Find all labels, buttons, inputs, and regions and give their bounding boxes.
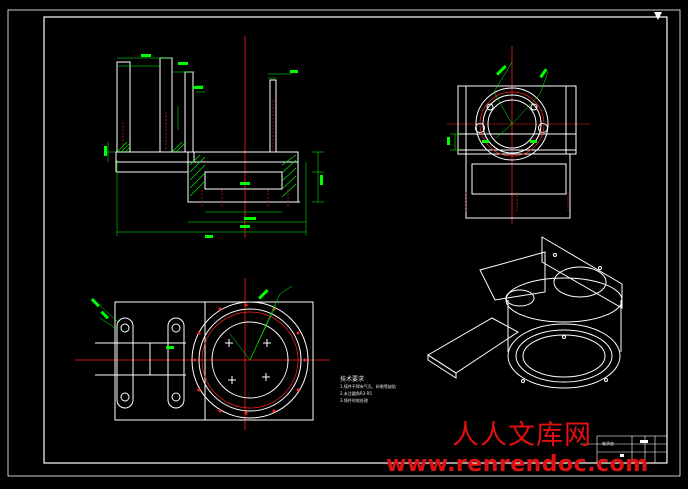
sheet-frame <box>7 9 681 477</box>
title-block-label: 轴承座 <box>602 441 614 446</box>
side-view <box>447 46 590 224</box>
watermark-url[interactable]: www.renrendoc.com <box>386 452 649 477</box>
isometric-view <box>427 236 623 389</box>
tech-note-line-2: 2.未注圆角R3-R5 <box>340 391 372 396</box>
front-section-view <box>104 36 324 238</box>
top-view <box>75 278 330 430</box>
watermark-cn-text: 人人文库网 <box>452 420 592 451</box>
title-block <box>580 435 668 464</box>
tech-notes-title: 技术要求 <box>340 376 365 383</box>
tech-note-line-1: 1.铸件不得有气孔、砂眼等缺陷 <box>340 384 396 389</box>
tech-note-line-3: 3.铸件时效处理 <box>340 398 368 403</box>
